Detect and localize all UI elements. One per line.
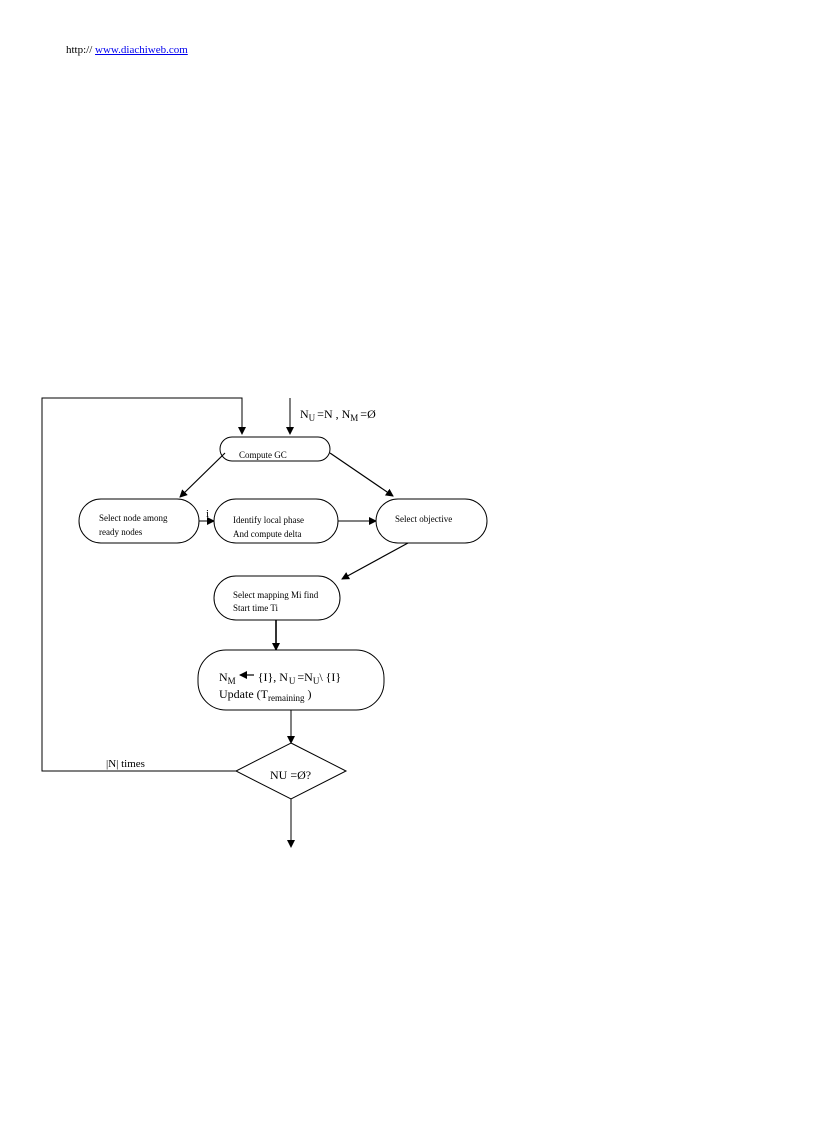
loop-label: |N| times [106, 758, 145, 770]
init-u-sub: U [309, 413, 316, 423]
page-header: http:// www.diachiweb.com [66, 44, 188, 56]
arrow-gc-to-select-node [179, 452, 226, 498]
init-n: N [300, 407, 309, 421]
init-label: NU=N , NM=Ø [300, 407, 376, 423]
update-remaining-sub: remaining [268, 693, 305, 703]
update-n: N [219, 670, 228, 684]
update-line2-pre: Update (T [219, 687, 269, 701]
update-set1: {I}, N [258, 670, 289, 684]
update-u1-sub: U [289, 676, 296, 686]
select-mapping-line1: Select mapping Mi find [233, 590, 319, 600]
identify-line2: And compute delta [233, 529, 301, 539]
select-mapping-box [213, 575, 341, 621]
update-set2: \ {I} [319, 670, 341, 684]
select-mapping-line2: Start time Ti [233, 603, 279, 613]
update-eq: =N [297, 670, 313, 684]
select-objective-box [375, 498, 488, 544]
select-objective-label: Select objective [395, 514, 452, 524]
update-m-sub: M [228, 676, 236, 686]
init-eq2: =Ø [360, 407, 376, 421]
update-line2: Update (Tremaining) [219, 687, 311, 703]
loop-back-line [41, 397, 246, 772]
edge-label-i: i [206, 508, 209, 520]
compute-gc-label: Compute GC [239, 450, 287, 460]
update-line2-post: ) [307, 687, 311, 701]
update-u2-sub: U [313, 676, 320, 686]
compute-gc-box [219, 436, 331, 462]
init-eq1: =N , N [317, 407, 350, 421]
identify-line1: Identify local phase [233, 515, 304, 525]
init-m-sub: M [350, 413, 358, 423]
url-prefix: http:// [66, 44, 93, 56]
arrow-gc-to-objective [329, 452, 394, 497]
select-node-line2: ready nodes [99, 527, 143, 537]
website-link[interactable]: www.diachiweb.com [95, 44, 188, 56]
decision-label: NU =Ø? [270, 768, 311, 782]
select-node-line1: Select node among [99, 513, 168, 523]
update-line1: NM{I}, NU=NU\ {I} [219, 670, 341, 686]
arrow-objective-to-mapping [341, 542, 409, 580]
